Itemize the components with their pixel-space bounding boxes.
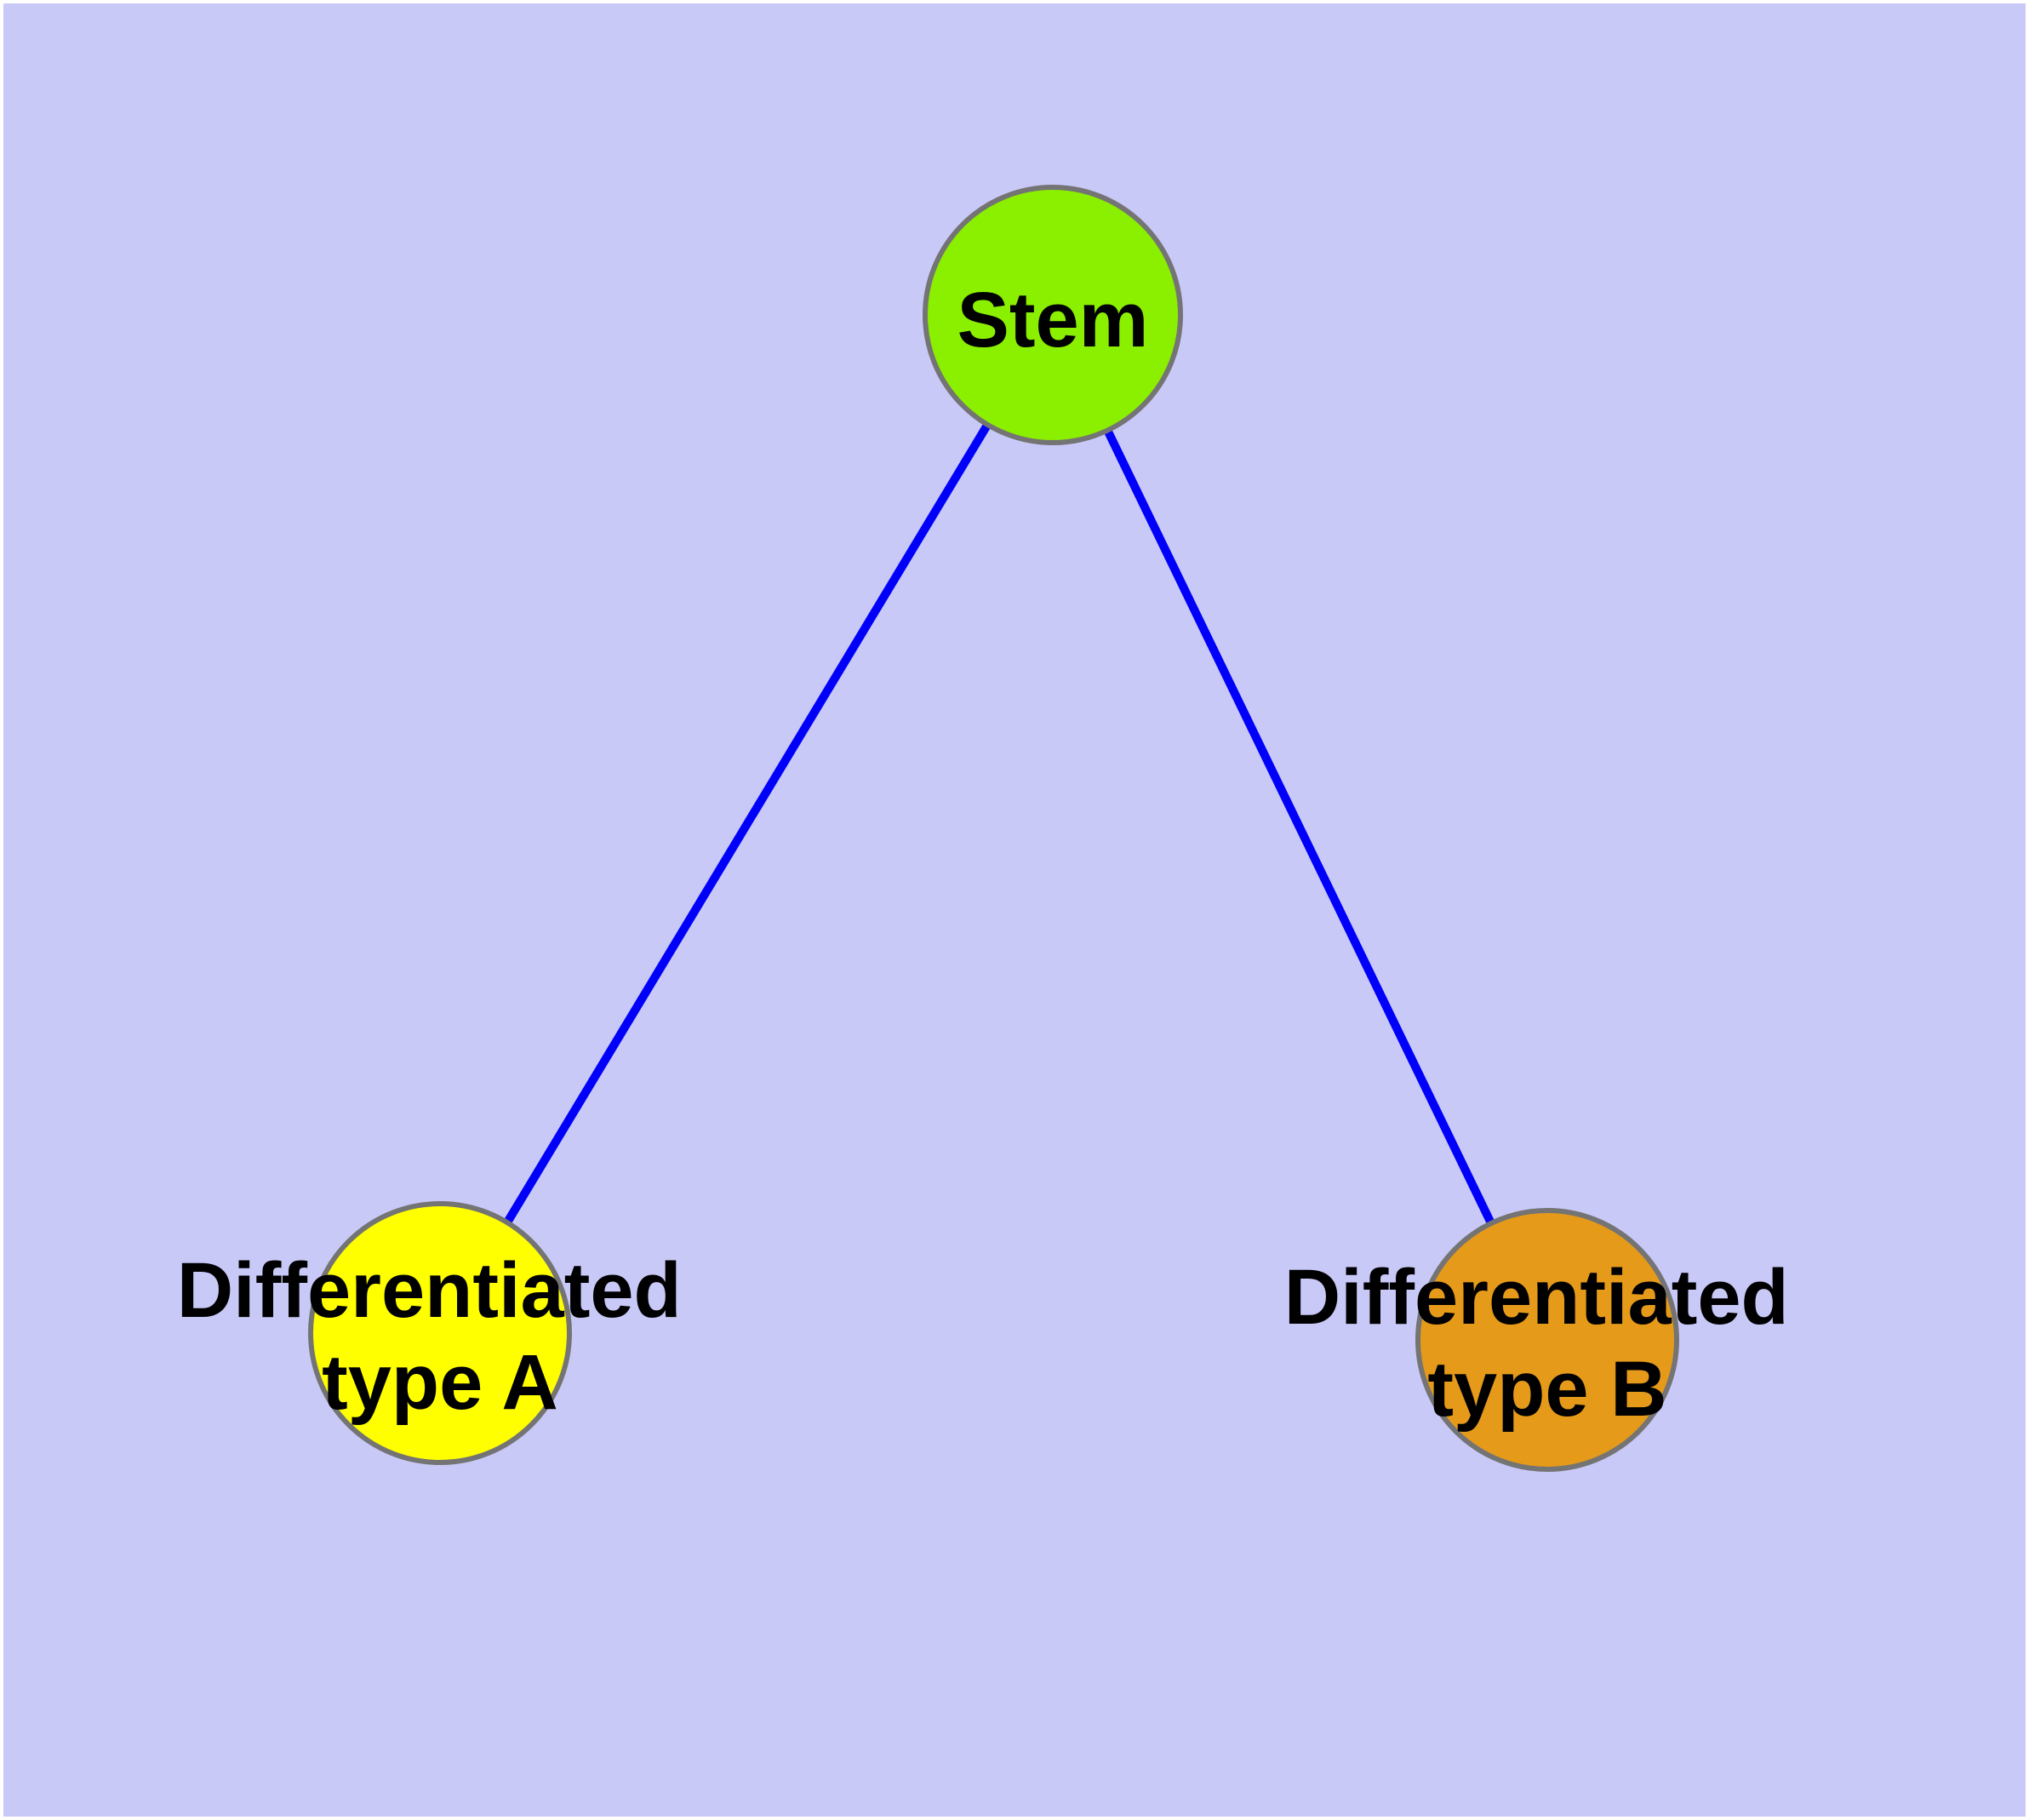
node-stem-label: Stem bbox=[957, 277, 1149, 363]
node-differentiated-type-b-label-line2: type B bbox=[1427, 1346, 1666, 1433]
node-stem bbox=[923, 185, 1183, 445]
node-differentiated-type-a-label-line1: Differentiated bbox=[177, 1247, 682, 1334]
node-differentiated-type-a-label-line2: type A bbox=[322, 1339, 558, 1426]
node-differentiated-type-a bbox=[308, 1201, 572, 1465]
node-differentiated-type-b-label-line1: Differentiated bbox=[1284, 1254, 1789, 1341]
node-differentiated-type-a-label: Differentiated type A bbox=[177, 1247, 704, 1426]
node-stem-label-line: Stem bbox=[957, 277, 1149, 363]
node-differentiated-type-b bbox=[1415, 1208, 1679, 1472]
node-differentiated-type-b-label: Differentiated type B bbox=[1284, 1254, 1811, 1433]
edge-stem-to-type-b bbox=[1104, 429, 1495, 1226]
edge-stem-to-type-a bbox=[503, 424, 991, 1225]
